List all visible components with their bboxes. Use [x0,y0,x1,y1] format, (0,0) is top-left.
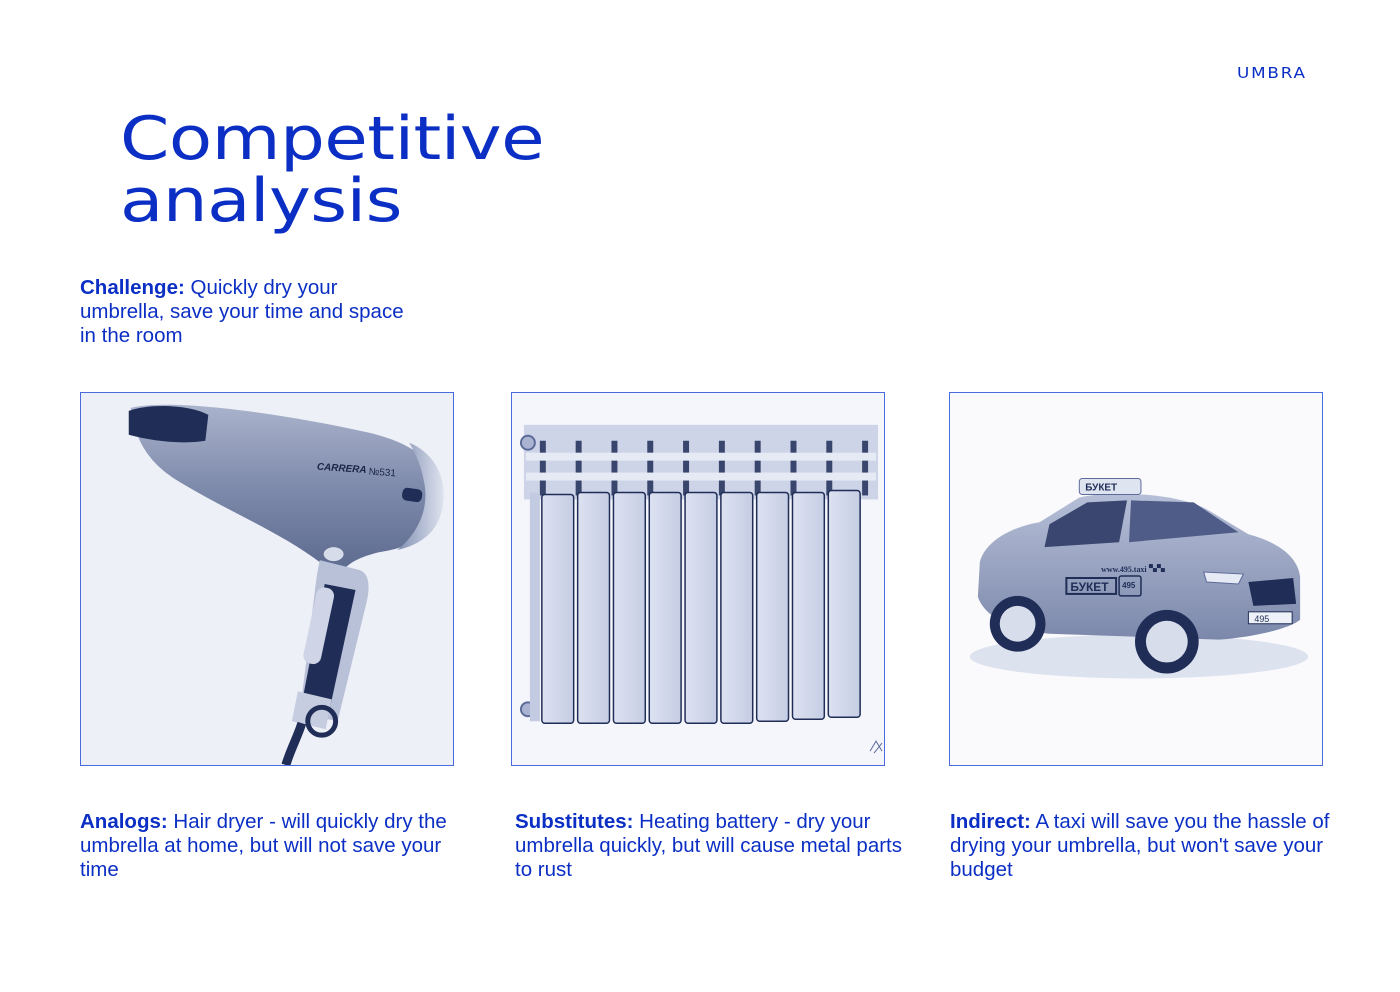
challenge-statement: Challenge: Quickly dry your umbrella, sa… [80,276,410,348]
substitutes-caption: Substitutes: Heating battery - dry your … [515,810,915,882]
substitutes-text: Heating battery - dry your umbrella quic… [515,810,902,881]
svg-text:№531: №531 [368,467,396,480]
title-line-2: analysis [120,166,403,236]
challenge-text: Quickly dry your umbrella, save your tim… [80,276,404,347]
analogs-label: Analogs: [80,810,168,833]
analogs-text: Hair dryer - will quickly dry the umbrel… [80,810,447,881]
svg-text:495: 495 [1254,614,1269,624]
indirect-text: A taxi will save you the hassle of dryin… [950,810,1330,881]
watermark-icon [869,740,883,754]
substitutes-label: Substitutes: [515,810,634,833]
hair-dryer-icon: CARRERA №531 [128,404,444,765]
svg-text:БУКЕТ: БУКЕТ [1085,482,1117,493]
svg-text:CARRERA: CARRERA [317,462,367,476]
radiator-image [511,392,885,766]
svg-text:www.495.taxi: www.495.taxi [1101,565,1147,574]
indirect-caption: Indirect: A taxi will save you the hassl… [950,810,1350,882]
page-title: Competitive analysis [120,104,545,236]
taxi-car-icon: БУКЕТ www.495.taxi БУКЕТ 495 495 [969,478,1309,679]
title-line-1: Competitive [120,104,545,174]
radiator-icon [519,424,883,754]
brand-logo: UMBRA [1237,64,1307,82]
challenge-label: Challenge: [80,276,185,299]
analogs-caption: Analogs: Hair dryer - will quickly dry t… [80,810,480,882]
svg-text:БУКЕТ: БУКЕТ [1070,580,1109,594]
indirect-label: Indirect: [950,810,1031,833]
hair-dryer-image: CARRERA №531 [80,392,454,766]
taxi-image: БУКЕТ www.495.taxi БУКЕТ 495 495 [949,392,1323,766]
svg-text:495: 495 [1122,581,1136,590]
